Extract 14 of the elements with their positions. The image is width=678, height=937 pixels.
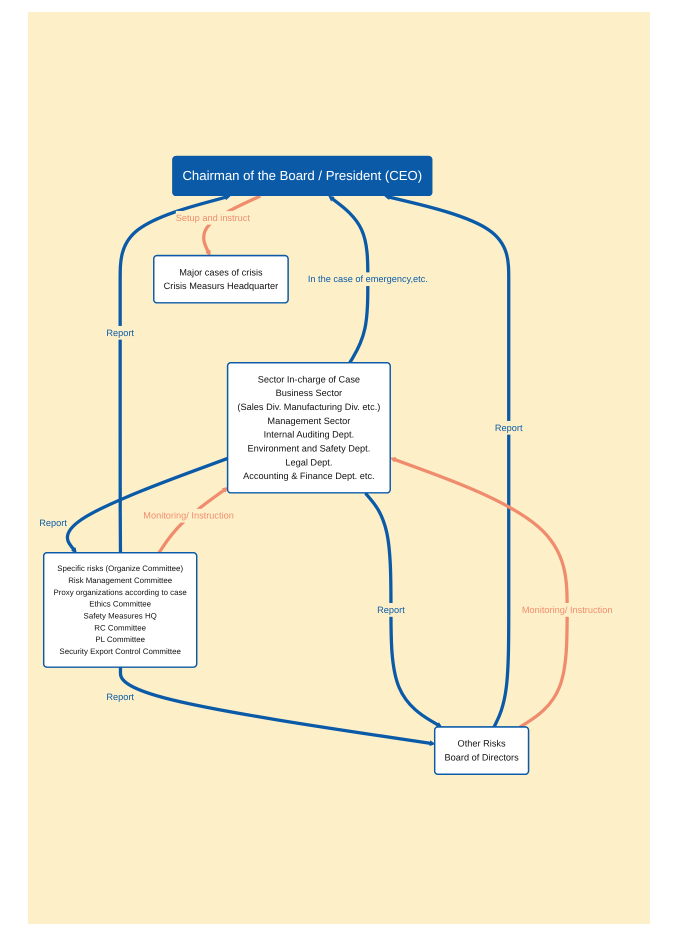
edge-label: Monitoring/ Instruction [143,510,234,521]
edge-label: Report [494,422,523,433]
edge-label: Report [39,517,67,528]
edge-label: In the case of emergency,etc. [308,274,428,284]
arrow [364,492,442,728]
arrow [118,668,436,746]
edge-label: Report [106,692,134,702]
edge-label: Report [377,604,405,616]
arrow [384,194,510,728]
edge-label: Monitoring/ Instruction [522,604,612,616]
edge-label: Report [106,327,134,338]
arrow [390,457,569,729]
arrow [328,196,370,364]
edge-label: Setup and instruct [176,212,250,223]
